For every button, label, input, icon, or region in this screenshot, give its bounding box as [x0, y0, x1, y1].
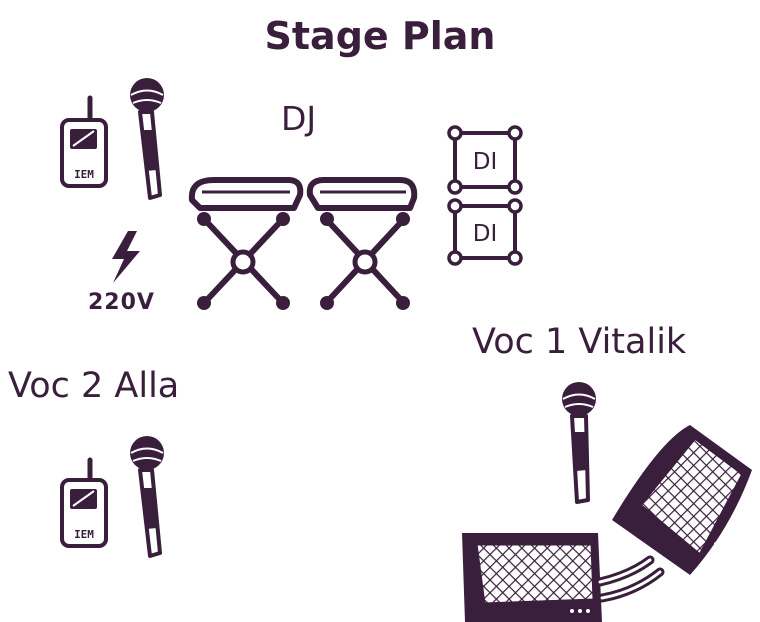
microphone-icon: [130, 78, 164, 200]
wedge-monitor-icon: [462, 533, 602, 622]
power-label: 220V: [88, 290, 155, 315]
microphone-icon: [562, 382, 596, 504]
stage-plan-title: Stage Plan: [264, 14, 496, 58]
iem-label: IEM: [74, 168, 94, 181]
dj-table-stand-icon: [188, 177, 304, 310]
iem-transmitter-icon: IEM: [60, 457, 108, 548]
dj-table-stand-icon: [306, 177, 418, 310]
iem-transmitter-icon: IEM: [60, 95, 108, 188]
di-box-icon: DI: [447, 198, 523, 266]
dj-label: DJ: [281, 99, 317, 138]
voc1-label: Voc 1 Vitalik: [472, 322, 687, 362]
monitor-cable: [595, 555, 665, 603]
di-box-icon: DI: [447, 125, 523, 195]
voc2-label: Voc 2 Alla: [8, 366, 180, 406]
di-label: DI: [473, 149, 498, 175]
di-label: DI: [473, 221, 498, 247]
wedge-monitor-icon: [612, 425, 752, 575]
iem-label: IEM: [74, 528, 94, 541]
lightning-icon: [112, 231, 140, 283]
microphone-icon: [130, 436, 164, 558]
